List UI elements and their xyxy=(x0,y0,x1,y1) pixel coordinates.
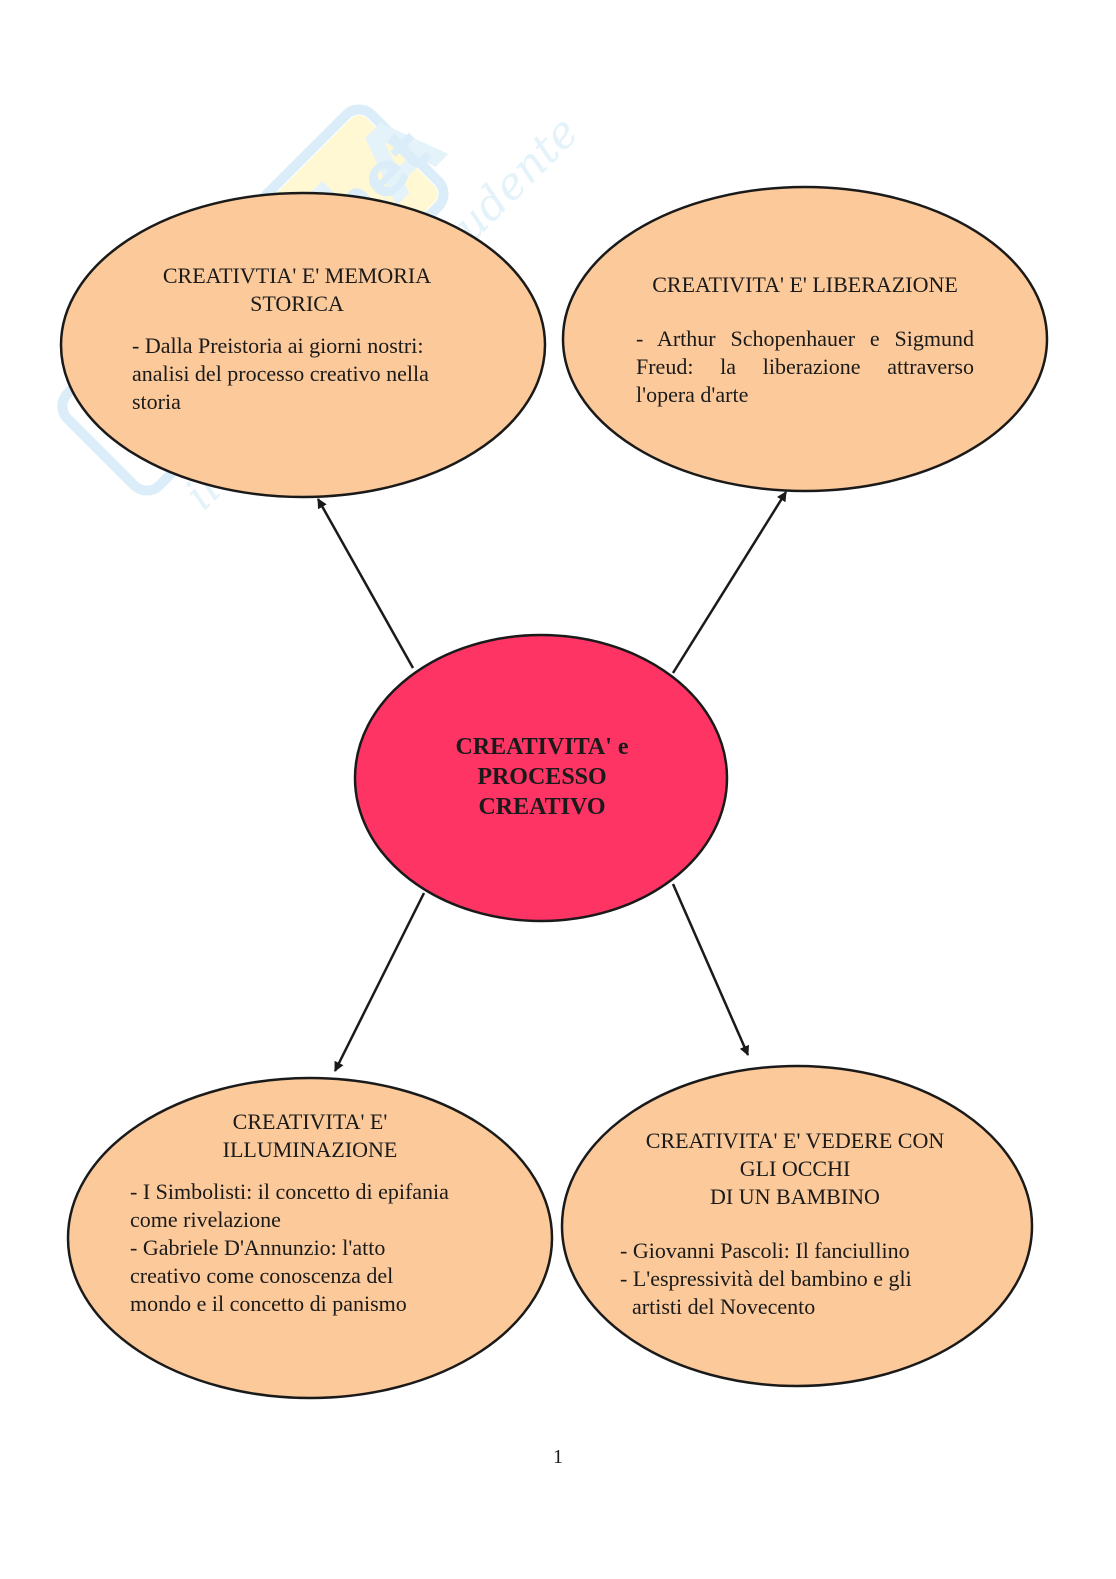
node-bambino: CREATIVITA' E' VEDERE CON GLI OCCHI DI U… xyxy=(620,1127,970,1321)
node-illuminazione: CREATIVITA' E' ILLUMINAZIONE - I Simboli… xyxy=(130,1108,490,1318)
node-memoria-title: CREATIVTIA' E' MEMORIA STORICA xyxy=(162,263,432,316)
node-memoria-ellipse xyxy=(59,191,547,499)
center-ellipse xyxy=(353,633,729,923)
node-bambino-ellipse xyxy=(560,1064,1034,1388)
node-memoria-body: - Dalla Preistoria ai giorni nostri: ana… xyxy=(132,332,462,416)
node-illuminazione-ellipse xyxy=(66,1076,554,1400)
page-number: 1 xyxy=(553,1446,563,1468)
center-title: CREATIVITA' e PROCESSO CREATIVO xyxy=(455,734,629,820)
node-liberazione-ellipse xyxy=(561,185,1049,493)
node-illuminazione-title: CREATIVITA' E' ILLUMINAZIONE xyxy=(222,1109,398,1162)
node-bambino-body: - Giovanni Pascoli: Il fanciullino - L'e… xyxy=(620,1237,970,1321)
node-liberazione-title: CREATIVITA' E' LIBERAZIONE xyxy=(652,272,958,297)
node-illuminazione-body: - I Simbolisti: il concetto di epifania … xyxy=(130,1178,490,1318)
node-memoria: CREATIVTIA' E' MEMORIA STORICA - Dalla P… xyxy=(132,262,462,416)
arrow-to-memoria xyxy=(316,498,415,669)
arrow-to-illuminazione xyxy=(333,892,426,1072)
node-illuminazione-line-1: - I Simbolisti: il concetto di epifania … xyxy=(130,1179,449,1232)
node-bambino-title-line-1: CREATIVITA' E' VEDERE CON GLI OCCHI xyxy=(645,1128,945,1181)
node-liberazione: CREATIVITA' E' LIBERAZIONE - Arthur Scho… xyxy=(636,271,974,409)
node-bambino-title-line-2: DI UN BAMBINO xyxy=(710,1184,880,1209)
node-bambino-line-1: - Giovanni Pascoli: Il fanciullino xyxy=(620,1238,910,1263)
node-liberazione-line: - Arthur Schopenhauer e Sigmund Freud: l… xyxy=(636,326,974,407)
arrow-to-liberazione xyxy=(671,491,788,674)
node-illuminazione-line-2: - Gabriele D'Annunzio: l'atto creativo c… xyxy=(130,1235,407,1316)
node-bambino-line-2: - L'espressività del bambino e gli artis… xyxy=(620,1266,912,1319)
arrow-to-bambino xyxy=(671,883,750,1056)
node-liberazione-body: - Arthur Schopenhauer e Sigmund Freud: l… xyxy=(636,325,974,409)
node-memoria-line: - Dalla Preistoria ai giorni nostri: ana… xyxy=(132,333,429,414)
